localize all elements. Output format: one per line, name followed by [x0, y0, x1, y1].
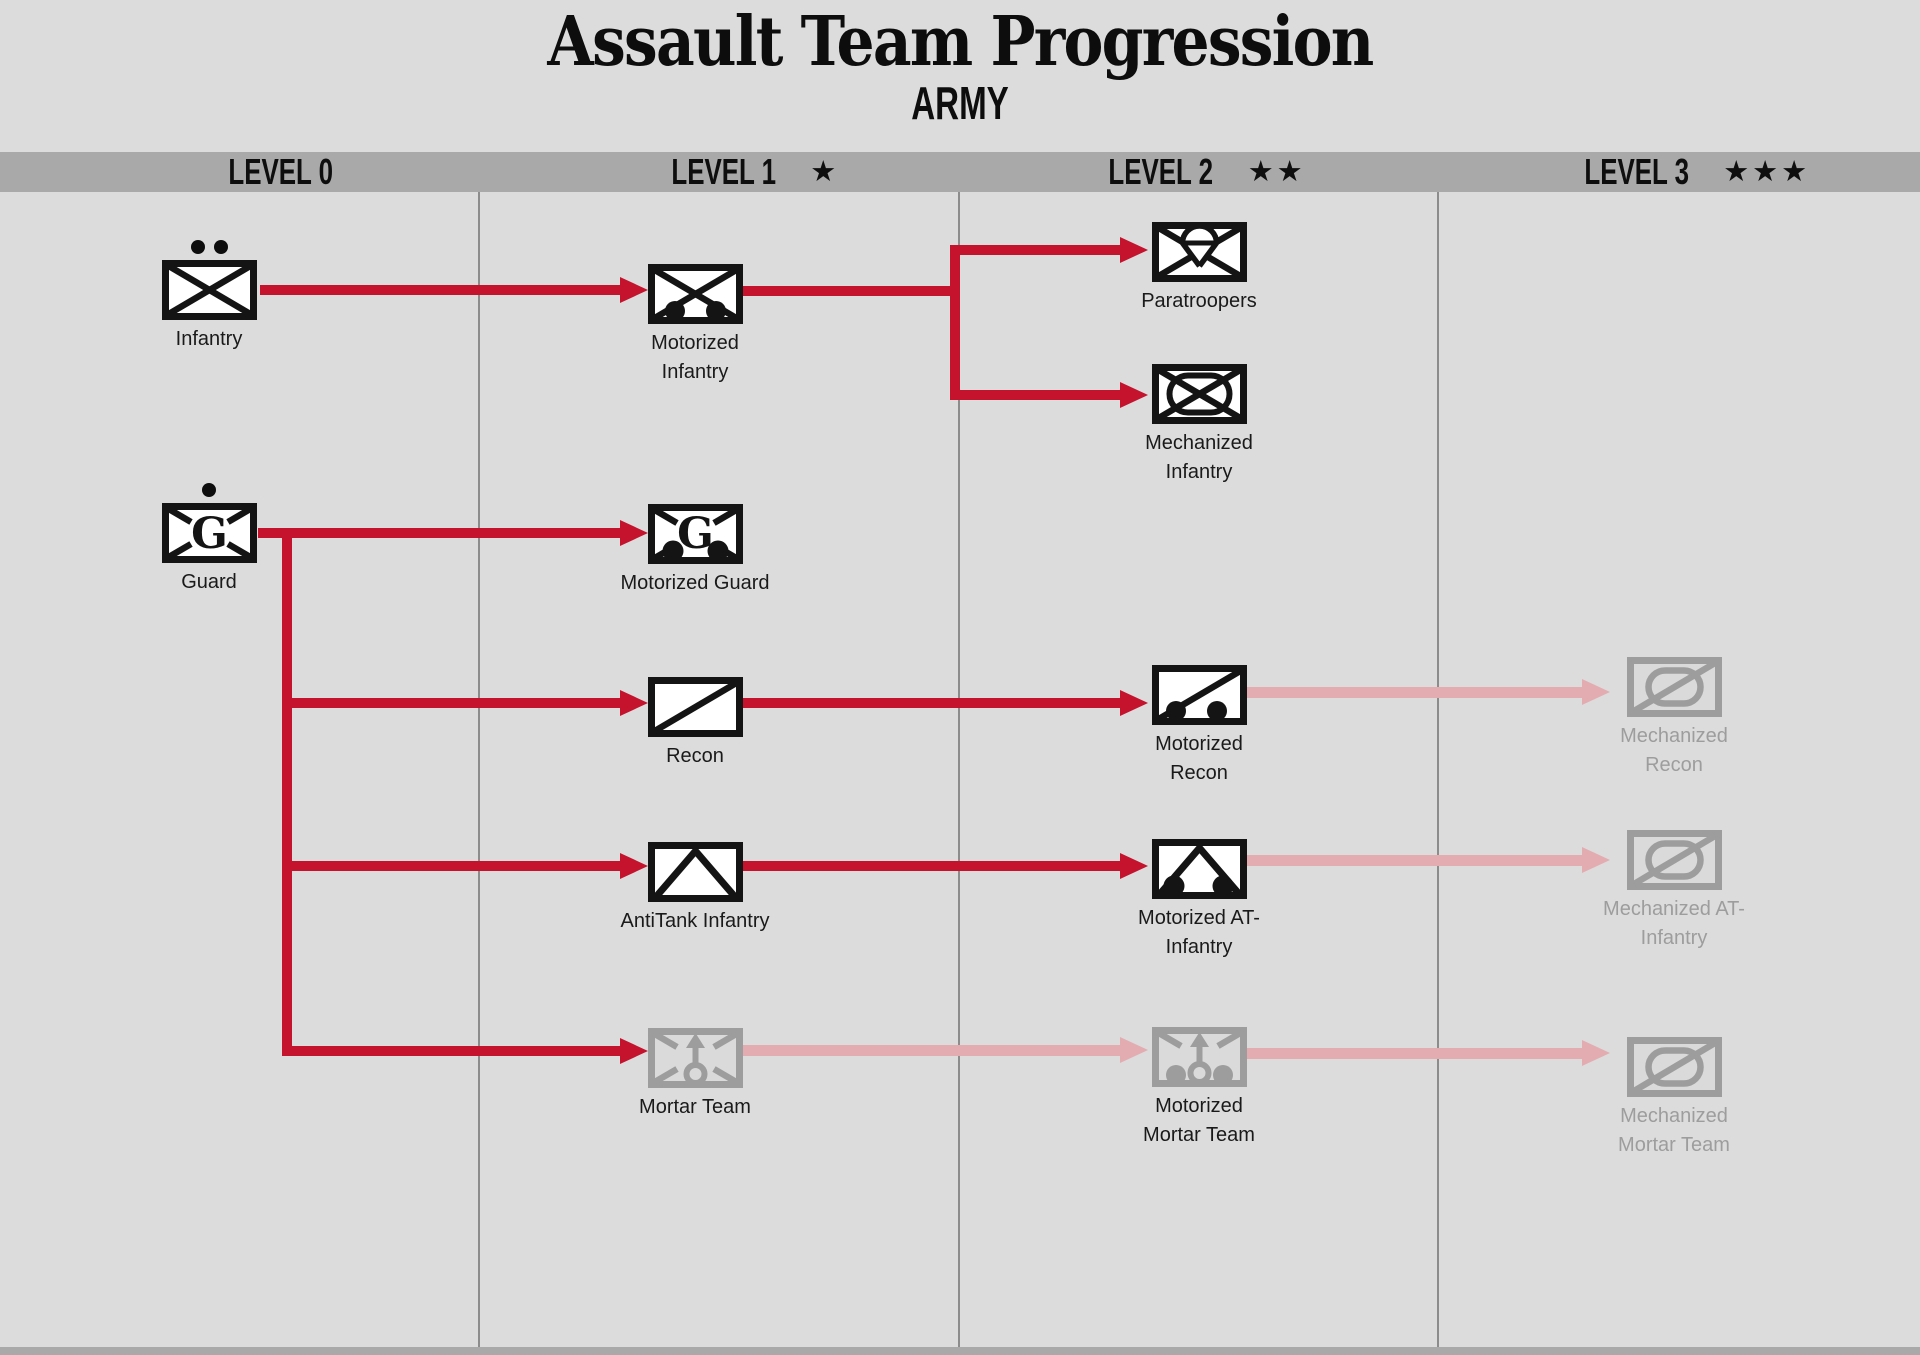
- level-0-header: LEVEL 0: [118, 151, 458, 192]
- arrowhead-mechanized-infantry: [1120, 382, 1148, 408]
- level-1-star-icons: ★: [810, 155, 840, 188]
- unit-label: Mechanized Mortar Team: [1618, 1105, 1730, 1156]
- unit-mechanized-infantry: Mechanized Infantry: [1124, 364, 1274, 487]
- rank-dots: [134, 482, 284, 498]
- unit-infantry: Infantry: [134, 240, 284, 354]
- unit-motorized-guard: G Motorized Guard: [620, 504, 770, 598]
- unit-motorized-mortar-team: Motorized Mortar Team: [1124, 1027, 1274, 1150]
- column-divider-1: [478, 192, 480, 1348]
- mechanized-placeholder-icon: [1626, 657, 1722, 717]
- page-subtitle: ARMY: [911, 77, 1009, 129]
- unit-label: Motorized Infantry: [651, 332, 739, 383]
- unit-guard: G Guard: [134, 483, 284, 597]
- unit-label: Motorized Mortar Team: [1143, 1095, 1255, 1146]
- unit-label: Paratroopers: [1141, 290, 1257, 312]
- guard-letter: G: [191, 509, 228, 559]
- unit-mechanized-at-infantry: Mechanized AT-Infantry: [1599, 830, 1749, 953]
- arrowhead-motorized-recon: [1120, 690, 1148, 716]
- unit-label: Motorized AT-Infantry: [1138, 907, 1260, 958]
- arrow-guard-trunk-vertical: [282, 528, 292, 1056]
- unit-label: Guard: [181, 571, 237, 593]
- arrowhead-paratroopers: [1120, 237, 1148, 263]
- arrow-guard-to-motorized-guard: [258, 528, 620, 538]
- arrowhead-motorized-guard: [620, 520, 648, 546]
- arrowhead-motorized-infantry: [620, 277, 648, 303]
- arrowhead-recon: [620, 690, 648, 716]
- unit-motorized-recon: Motorized Recon: [1124, 665, 1274, 788]
- arrowhead-motorized-mortar: [1120, 1037, 1148, 1063]
- level-1-header: LEVEL 1 ★: [575, 151, 915, 192]
- level-3-label: LEVEL 3: [1584, 151, 1689, 192]
- unit-label: Mortar Team: [639, 1096, 751, 1118]
- arrowhead-mechanized-recon: [1582, 679, 1610, 705]
- arrowhead-antitank: [620, 853, 648, 879]
- arrow-guard-to-recon: [292, 698, 620, 708]
- arrowhead-mortar-team: [620, 1038, 648, 1064]
- unit-label: Motorized Guard: [620, 572, 770, 594]
- motorized-infantry-icon: [647, 264, 743, 324]
- level-2-header: LEVEL 2 ★★: [1027, 151, 1367, 192]
- unit-label: Recon: [666, 745, 724, 767]
- unit-mechanized-recon: Mechanized Recon: [1599, 657, 1749, 780]
- mortar-team-icon: [647, 1028, 743, 1088]
- arrow-motorized-recon-to-mechanized-recon: [1247, 687, 1582, 698]
- unit-label: AntiTank Infantry: [620, 910, 770, 932]
- arrowhead-mechanized-at-infantry: [1582, 847, 1610, 873]
- rank-dot-icon: [190, 240, 205, 254]
- unit-mortar-team: Mortar Team: [620, 1028, 770, 1122]
- unit-label: Infantry: [175, 328, 243, 350]
- arrow-motorized-mortar-to-mechanized-mortar: [1247, 1048, 1582, 1059]
- arrowhead-mechanized-mortar: [1582, 1040, 1610, 1066]
- unit-antitank-infantry: AntiTank Infantry: [620, 842, 770, 936]
- arrow-branch-to-paratroopers: [950, 245, 1120, 255]
- level-2-label: LEVEL 2: [1108, 151, 1214, 192]
- unit-label: Mechanized Infantry: [1145, 432, 1253, 483]
- motorized-recon-icon: [1151, 665, 1247, 725]
- infantry-icon: [161, 260, 257, 320]
- unit-label: Mechanized AT-Infantry: [1603, 898, 1745, 949]
- arrow-motorized-infantry-branch-vertical: [950, 245, 960, 400]
- motorized-guard-icon: G: [647, 504, 743, 564]
- level-2-star-icons: ★★: [1247, 155, 1306, 188]
- arrow-infantry-to-motorized-infantry: [260, 285, 620, 295]
- paratroopers-icon: [1151, 222, 1247, 282]
- mechanized-infantry-icon: [1151, 364, 1247, 424]
- arrow-antitank-to-motorized-at: [743, 861, 1120, 871]
- level-3-star-icons: ★★★: [1723, 155, 1811, 188]
- level-0-label: LEVEL 0: [228, 151, 334, 192]
- motorized-mortar-team-icon: [1151, 1027, 1247, 1087]
- level-3-header: LEVEL 3 ★★★: [1517, 151, 1857, 192]
- page-title: Assault Team Progression: [547, 2, 1374, 82]
- unit-motorized-at-infantry: Motorized AT-Infantry: [1124, 839, 1274, 962]
- arrow-mortar-to-motorized-mortar: [740, 1045, 1120, 1056]
- unit-label: Mechanized Recon: [1620, 725, 1728, 776]
- arrowhead-motorized-at-infantry: [1120, 853, 1148, 879]
- bottom-bar: [0, 1347, 1920, 1355]
- rank-dots: [134, 239, 284, 255]
- arrow-guard-to-antitank: [292, 861, 620, 871]
- arrow-recon-to-motorized-recon: [743, 698, 1120, 708]
- guard-icon: G: [161, 503, 257, 563]
- motorized-at-infantry-icon: [1151, 839, 1247, 899]
- arrow-motorized-at-to-mechanized-at: [1247, 855, 1582, 866]
- arrow-guard-to-mortar: [292, 1046, 620, 1056]
- antitank-infantry-icon: [647, 842, 743, 902]
- mechanized-placeholder-icon: [1626, 1037, 1722, 1097]
- level-header-bar: [0, 152, 1920, 192]
- arrow-motorized-infantry-trunk: [743, 286, 958, 296]
- unit-motorized-infantry: Motorized Infantry: [620, 264, 770, 387]
- level-1-label: LEVEL 1: [671, 151, 776, 192]
- unit-paratroopers: Paratroopers: [1124, 222, 1274, 316]
- rank-dot-icon: [202, 483, 216, 497]
- arrow-branch-to-mechanized-infantry: [950, 390, 1120, 400]
- column-divider-2: [958, 192, 960, 1348]
- unit-mechanized-mortar-team: Mechanized Mortar Team: [1599, 1037, 1749, 1160]
- column-divider-3: [1437, 192, 1439, 1348]
- unit-label: Motorized Recon: [1155, 733, 1243, 784]
- unit-recon: Recon: [620, 677, 770, 771]
- rank-dot-icon: [213, 240, 228, 254]
- mechanized-placeholder-icon: [1626, 830, 1722, 890]
- recon-icon: [647, 677, 743, 737]
